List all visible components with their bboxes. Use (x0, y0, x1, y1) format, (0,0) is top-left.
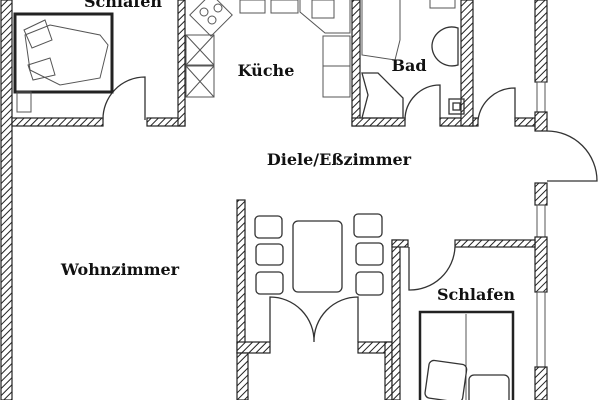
furniture (13, 0, 515, 400)
room-label-bedroom-right: Schlafen (437, 285, 515, 304)
room-label-kitchen: Küche (238, 61, 295, 80)
room-label-bathroom: Bad (391, 56, 426, 75)
walls (0, 0, 548, 400)
doors (102, 76, 598, 343)
room-label-bedroom-top: Schlafen (84, 0, 162, 11)
room-label-living: Wohnzimmer (60, 260, 180, 279)
room-label-hall-dining: Diele/Eßzimmer (267, 150, 412, 169)
